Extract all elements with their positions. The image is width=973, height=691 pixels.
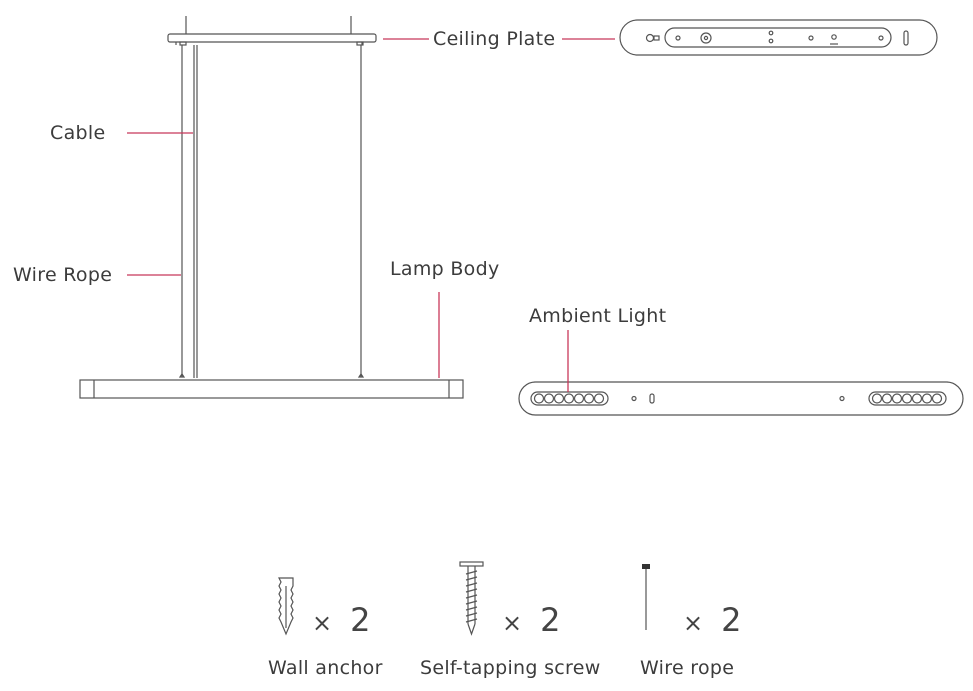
label-ceiling-plate: Ceiling Plate: [433, 28, 556, 50]
wire-rope-quantity: ×2: [683, 604, 741, 636]
times-sign: ×: [683, 609, 704, 637]
ceiling-plate-side-view: [167, 16, 377, 46]
quantity-value: 2: [721, 601, 742, 639]
ceiling-plate-top-view: [619, 19, 938, 56]
suspension-lines: [178, 45, 365, 378]
label-lamp-body: Lamp Body: [390, 258, 500, 280]
screw-icon: [459, 561, 484, 636]
leader-lines: [127, 38, 615, 392]
screw-quantity: ×2: [502, 604, 560, 636]
lamp-body-side-view: [79, 379, 464, 399]
accessory-name-screw: Self-tapping screw: [420, 657, 601, 679]
lamp-body-top-view: [518, 381, 964, 416]
wall-anchor-icon: [278, 577, 294, 636]
quantity-value: 2: [350, 601, 371, 639]
accessory-name-wire-rope: Wire rope: [640, 657, 735, 679]
label-wire-rope: Wire Rope: [13, 264, 113, 286]
quantity-value: 2: [540, 601, 561, 639]
wall-anchor-quantity: ×2: [312, 604, 370, 636]
times-sign: ×: [502, 609, 523, 637]
label-cable: Cable: [50, 122, 106, 144]
times-sign: ×: [312, 609, 333, 637]
label-ambient-light: Ambient Light: [529, 305, 667, 327]
wire-rope-cap: [642, 564, 650, 569]
accessory-name-wall-anchor: Wall anchor: [268, 657, 383, 679]
